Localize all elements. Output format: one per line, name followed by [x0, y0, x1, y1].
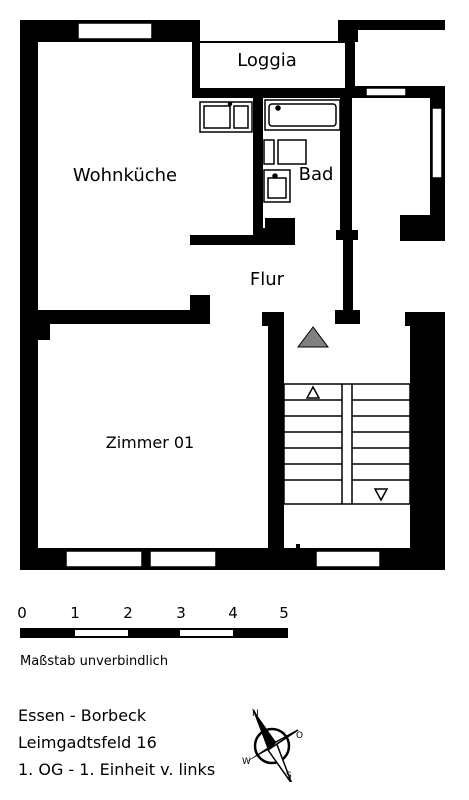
- scale-tick-4: 4: [228, 604, 238, 622]
- window-top-right: [365, 87, 407, 97]
- address-line-2: Leimgadtsfeld 16: [18, 733, 157, 752]
- stair-up-arrow: [305, 385, 321, 399]
- compass-s: S: [286, 771, 292, 781]
- window-bottom-3: [315, 550, 381, 568]
- entrance-marker: [297, 326, 329, 348]
- windows: [65, 22, 443, 568]
- bathroom-fixtures: [263, 139, 307, 203]
- bathtub: [264, 99, 341, 131]
- compass-icon: N O S W: [242, 708, 303, 782]
- room-label-zimmer: Zimmer 01: [106, 433, 194, 452]
- compass-o: O: [296, 731, 303, 741]
- compass-n: N: [252, 709, 259, 719]
- window-bottom-2: [149, 550, 217, 568]
- compass-w: W: [242, 757, 251, 767]
- kitchen-sink: [199, 101, 253, 133]
- scale-tick-2: 2: [123, 604, 133, 622]
- scale-tick-3: 3: [176, 604, 186, 622]
- scale-tick-5: 5: [279, 604, 289, 622]
- scale-tick-0: 0: [17, 604, 27, 622]
- scale-bar: [20, 628, 288, 638]
- window-bottom-1: [65, 550, 143, 568]
- address-line-3: 1. OG - 1. Einheit v. links: [18, 760, 216, 779]
- room-label-flur: Flur: [250, 269, 285, 290]
- scale-note: Maßstab unverbindlich: [20, 654, 169, 669]
- room-label-wohnkueche: Wohnküche: [73, 165, 177, 186]
- stair-down-arrow: [373, 488, 389, 502]
- room-label-bad: Bad: [299, 164, 334, 185]
- window-right-top: [431, 107, 443, 179]
- address-line-1: Essen - Borbeck: [18, 706, 147, 725]
- scale-tick-1: 1: [70, 604, 80, 622]
- stairs: [283, 383, 411, 505]
- room-label-loggia: Loggia: [237, 50, 297, 71]
- floor-plan: Loggia Wohnküche Bad Flur Zimmer 01: [20, 20, 445, 570]
- window-top-left: [77, 22, 153, 40]
